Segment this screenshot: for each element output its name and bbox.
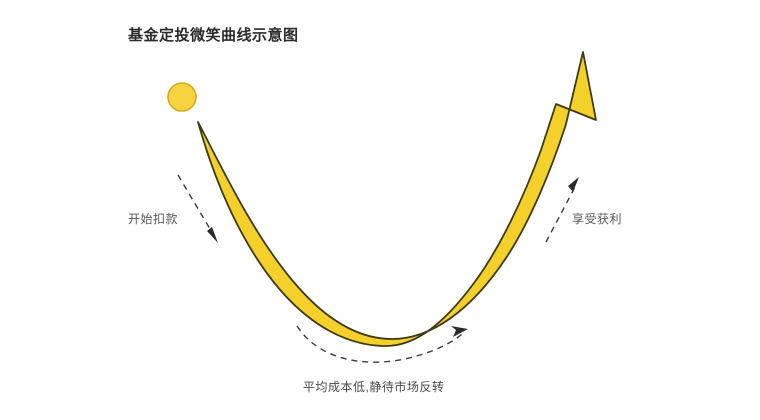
start-dashed-arrow-icon: [177, 174, 218, 243]
smile-curve-shape: [197, 51, 597, 347]
bottom-dashed-arc-arrow-icon: [296, 325, 468, 363]
annotation-label-bottom: 平均成本低,静待市场反转: [303, 380, 445, 394]
start-dot-icon: [167, 82, 197, 112]
annotation-label-start: 开始扣款: [128, 212, 179, 226]
profit-dashed-arrow-icon: [545, 177, 579, 243]
page-title: 基金定投微笑曲线示意图: [128, 27, 299, 44]
annotation-label-profit: 享受获利: [572, 212, 623, 226]
